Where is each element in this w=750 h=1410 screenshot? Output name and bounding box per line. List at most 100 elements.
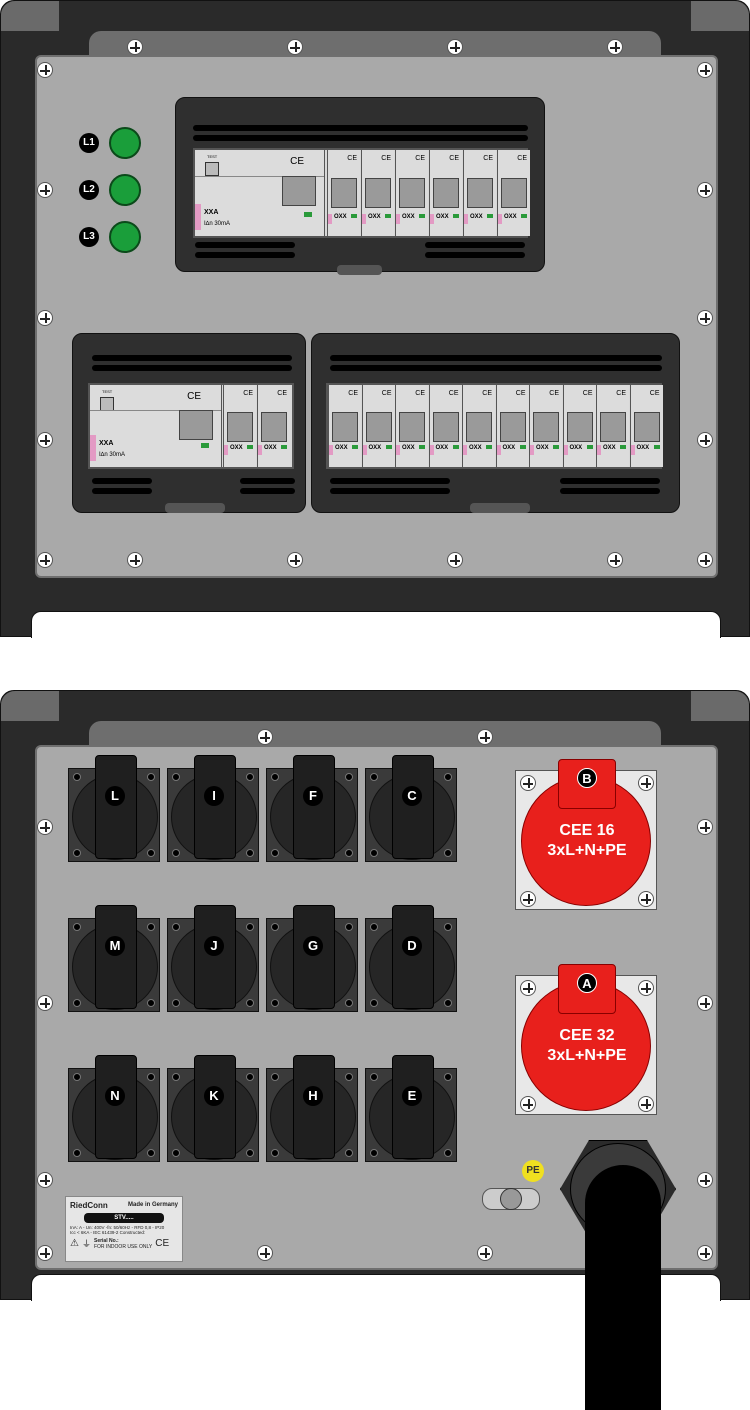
schuko-socket-K[interactable]: K [167,1055,259,1162]
mcb-rating: OXX [402,445,415,451]
phase-label: L3 [79,227,99,247]
schuko-socket-I[interactable]: I [167,755,259,862]
socket-lid[interactable] [293,755,335,859]
socket-label: H [303,1086,323,1106]
cee-letter: A [577,973,597,993]
mcb-toggle[interactable] [633,412,660,443]
socket-lid[interactable] [392,905,434,1009]
screw-icon [477,1245,493,1261]
mcb-toggle[interactable] [332,412,358,443]
schuko-socket-N[interactable]: N [68,1055,160,1162]
socket-lid[interactable] [95,905,137,1009]
mcb-toggle[interactable] [365,178,391,209]
made-in-label: Made in Germany [127,1202,178,1208]
mcb-toggle[interactable] [600,412,626,443]
mcb-toggle[interactable] [365,412,392,443]
socket-lid[interactable] [194,1055,236,1159]
socket-lid[interactable] [293,905,335,1009]
mcb-toggle[interactable] [466,412,492,443]
socket-label: E [402,1086,422,1106]
mcb-rating: OXX [230,445,243,451]
mcb-toggle[interactable] [261,412,287,443]
rcd-toggle[interactable] [282,175,316,206]
mcb-toggle[interactable] [533,412,559,443]
rcd-sensitivity: I∆n 30mA [99,452,126,458]
mcb-rating: OXX [470,214,483,220]
mcb-rating: OXX [402,214,415,220]
spec-line-2: Icc < 6KA - IEC 61439-2 Constructed: [70,1230,146,1235]
ce-mark: CE [482,390,492,397]
test-label: TEST [207,154,218,159]
rcd-breaker: TEST CE XXA I∆n 30mA [195,150,325,236]
schuko-socket-D[interactable]: D [365,905,457,1012]
socket-label: K [204,1086,224,1106]
mcb-breaker: CE OXX [361,385,395,467]
cee-type: CEE 16 [559,822,615,839]
mcb-rating: OXX [469,445,482,451]
ce-mark: CE [415,155,425,162]
socket-label: J [204,936,224,956]
mcb-toggle[interactable] [433,178,459,209]
mcb-breaker: CE OXX [429,150,462,236]
socket-lid[interactable] [392,755,434,859]
screw-icon [287,552,303,568]
mcb-breaker: CE OXX [428,385,462,467]
schuko-socket-G[interactable]: G [266,905,358,1012]
mcb-breaker: CE OXX [596,385,629,467]
mcb-toggle[interactable] [399,178,425,209]
indoor-label: FOR INDOOR USE ONLY [93,1243,153,1250]
socket-lid[interactable] [194,905,236,1009]
ce-mark: CE [155,1238,170,1249]
brand-logo: RiedConn [70,1200,108,1210]
mcb-toggle[interactable] [432,412,459,443]
model-label: STV..... [84,1213,164,1223]
schuko-socket-H[interactable]: H [266,1055,358,1162]
indicator-lamp [109,127,141,159]
mcb-toggle[interactable] [501,178,527,209]
warning-icon: ⚠ [70,1238,79,1249]
screw-icon [37,310,53,326]
mcb-toggle[interactable] [499,412,526,443]
socket-lid[interactable] [392,1055,434,1159]
ce-mark: CE [381,390,392,397]
mcb-breaker: CE OXX [327,150,360,236]
schuko-socket-L[interactable]: L [68,755,160,862]
schuko-socket-C[interactable]: C [365,755,457,862]
rcd-rating: XXA [204,209,219,216]
mcb-breaker: CE OXX [395,385,428,467]
mcb-toggle[interactable] [467,178,493,209]
screw-icon [697,552,713,568]
indicator-lamp [109,174,141,206]
socket-lid[interactable] [95,755,137,859]
ce-mark: CE [347,155,357,162]
screw-icon [37,819,53,835]
test-label: TEST [102,389,113,394]
schuko-socket-J[interactable]: J [167,905,259,1012]
socket-lid[interactable] [293,1055,335,1159]
screw-icon [697,62,713,78]
mcb-toggle[interactable] [566,412,593,443]
mcb-rating: OXX [569,445,583,451]
rcd-toggle[interactable] [179,409,213,440]
rcd-sensitivity: I∆n 30mA [204,221,231,227]
socket-lid[interactable] [194,755,236,859]
ce-mark: CE [348,390,358,397]
rcd-rating: XXA [99,440,114,447]
ce-mark: CE [449,155,459,162]
schuko-socket-E[interactable]: E [365,1055,457,1162]
schuko-socket-F[interactable]: F [266,755,358,862]
mcb-toggle[interactable] [331,178,357,209]
test-button[interactable] [205,162,219,176]
power-cable [585,1165,661,1410]
mcb-toggle[interactable] [227,412,253,443]
mcb-rating: OXX [335,445,348,451]
socket-lid[interactable] [95,1055,137,1159]
phase-label: L1 [79,133,99,153]
mcb-rating: OXX [368,214,381,220]
mcb-toggle[interactable] [399,412,425,443]
schuko-socket-M[interactable]: M [68,905,160,1012]
screw-icon [257,1245,273,1261]
indicator-lamp [109,221,141,253]
